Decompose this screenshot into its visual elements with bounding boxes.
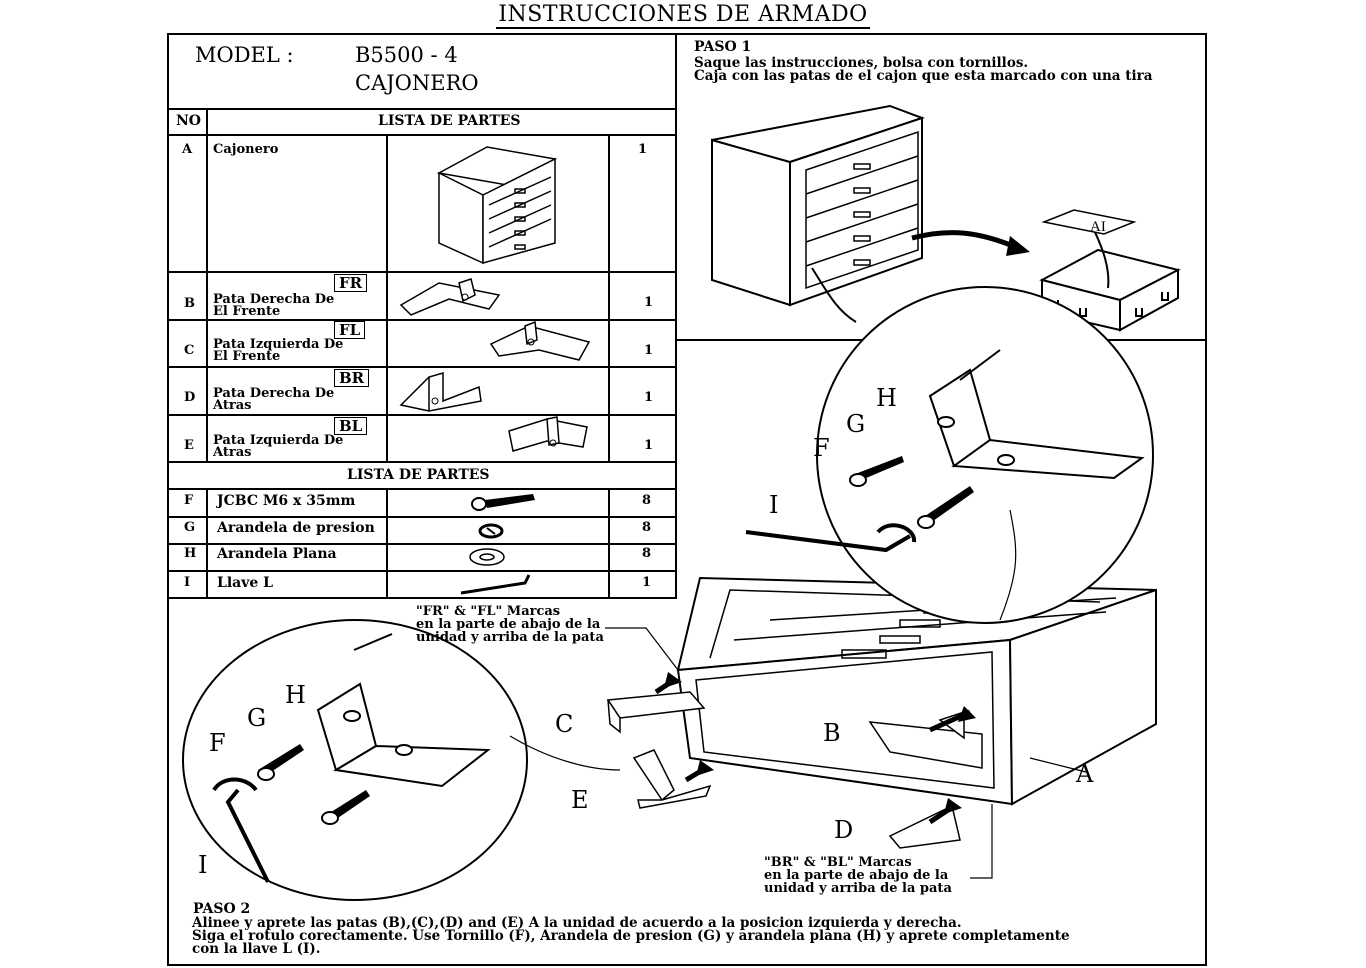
step1-unpack-illustration: AI bbox=[711, 104, 1181, 332]
part-qty-c: 1 bbox=[644, 343, 654, 358]
hardware-list-header: LISTA DE PARTES bbox=[347, 467, 490, 483]
front-left-leg-icon bbox=[489, 320, 591, 361]
callout-g-left: G bbox=[247, 704, 267, 732]
tag-bl: BL bbox=[334, 417, 368, 435]
parts-list-panel: MODEL : B5500 - 4 CAJONERO NO LISTA DE P… bbox=[167, 33, 677, 599]
part-no-a: A bbox=[182, 142, 193, 157]
part-no-d: D bbox=[184, 390, 196, 405]
callout-a: A bbox=[1076, 760, 1094, 788]
part-qty-i: 1 bbox=[642, 575, 652, 590]
part-name-d-line2: Atras bbox=[213, 398, 252, 413]
callout-f-left: F bbox=[209, 729, 226, 757]
parts-list-header: LISTA DE PARTES bbox=[378, 113, 521, 129]
model-label: MODEL : bbox=[195, 43, 294, 67]
col-no-header: NO bbox=[176, 113, 201, 129]
step2-assembly-illustration bbox=[182, 286, 1157, 901]
lock-washer-icon bbox=[478, 523, 504, 539]
part-qty-a: 1 bbox=[638, 142, 648, 157]
flat-washer-icon bbox=[469, 548, 505, 566]
step1-title: PASO 1 bbox=[694, 39, 752, 55]
bolt-icon bbox=[471, 494, 535, 511]
step1-line2: Caja con las patas de el cajon que esta … bbox=[694, 68, 1153, 84]
part-no-g: G bbox=[184, 520, 196, 535]
callout-f-top: F bbox=[813, 434, 830, 462]
step1-line1: Saque las instrucciones, bolsa con torni… bbox=[694, 55, 1029, 71]
callout-c: C bbox=[555, 710, 574, 738]
front-right-leg-icon bbox=[399, 278, 501, 316]
step2-line2: Siga el rotulo corectamente. Use Tornill… bbox=[192, 928, 1070, 944]
part-name-e-line2: Atras bbox=[213, 445, 252, 460]
step2-line3: con la llave L (I). bbox=[192, 941, 321, 957]
callout-d: D bbox=[834, 816, 854, 844]
model-name: CAJONERO bbox=[355, 71, 479, 95]
part-qty-d: 1 bbox=[644, 390, 654, 405]
part-name-g: Arandela de presion bbox=[217, 520, 375, 536]
tag-br: BR bbox=[334, 369, 370, 387]
tag-fr: FR bbox=[334, 274, 368, 292]
front-marks-note-line2: en la parte de abajo de la bbox=[416, 617, 601, 632]
callout-h-top: H bbox=[876, 384, 897, 412]
part-name-b-line1: Pata Derecha De bbox=[213, 292, 335, 307]
part-qty-g: 8 bbox=[642, 520, 652, 535]
part-name-d-line1: Pata Derecha De bbox=[213, 386, 335, 401]
part-no-e: E bbox=[184, 438, 194, 453]
part-name-b-line2: El Frente bbox=[213, 304, 281, 319]
part-name-c-line1: Pata Izquierda De bbox=[213, 337, 344, 352]
box-tag-label: AI bbox=[1090, 219, 1106, 235]
callout-g-top: G bbox=[846, 410, 866, 438]
back-right-leg-icon bbox=[399, 372, 482, 412]
part-qty-f: 8 bbox=[642, 493, 652, 508]
step2-line1: Alinee y aprete las patas (B),(C),(D) an… bbox=[192, 915, 962, 931]
callout-i-left: I bbox=[198, 851, 208, 879]
back-marks-note-line2: en la parte de abajo de la bbox=[764, 868, 949, 883]
step2-title: PASO 2 bbox=[193, 901, 251, 917]
back-marks-note-line3: unidad y arriba de la pata bbox=[764, 881, 952, 896]
front-marks-note-line3: unidad y arriba de la pata bbox=[416, 630, 604, 645]
part-no-f: F bbox=[184, 493, 194, 508]
tag-fl: FL bbox=[334, 321, 366, 339]
back-marks-note-line1: "BR" & "BL" Marcas bbox=[764, 855, 912, 870]
part-no-h: H bbox=[184, 546, 197, 561]
instruction-sheet-frame bbox=[167, 33, 1207, 966]
model-number: B5500 - 4 bbox=[355, 43, 458, 67]
part-name-i: Llave L bbox=[217, 575, 273, 591]
document-title: INSTRUCCIONES DE ARMADO bbox=[496, 2, 870, 29]
part-qty-e: 1 bbox=[644, 438, 654, 453]
dresser-icon bbox=[436, 146, 558, 265]
back-left-leg-icon bbox=[508, 416, 588, 452]
part-qty-h: 8 bbox=[642, 546, 652, 561]
l-key-icon bbox=[460, 574, 531, 595]
part-no-i: I bbox=[184, 575, 191, 590]
callout-b: B bbox=[823, 719, 841, 747]
part-qty-b: 1 bbox=[644, 295, 654, 310]
part-name-a: Cajonero bbox=[213, 142, 279, 157]
callout-h-left: H bbox=[285, 681, 306, 709]
callout-i-top: I bbox=[769, 491, 779, 519]
front-marks-note-line1: "FR" & "FL" Marcas bbox=[416, 604, 561, 619]
part-no-b: B bbox=[184, 296, 195, 311]
part-name-e-line1: Pata Izquierda De bbox=[213, 433, 344, 448]
callout-e: E bbox=[571, 786, 589, 814]
part-no-c: C bbox=[184, 343, 195, 358]
part-name-h: Arandela Plana bbox=[217, 546, 337, 562]
part-name-f: JCBC M6 x 35mm bbox=[217, 493, 356, 509]
part-name-c-line2: El Frente bbox=[213, 349, 281, 364]
